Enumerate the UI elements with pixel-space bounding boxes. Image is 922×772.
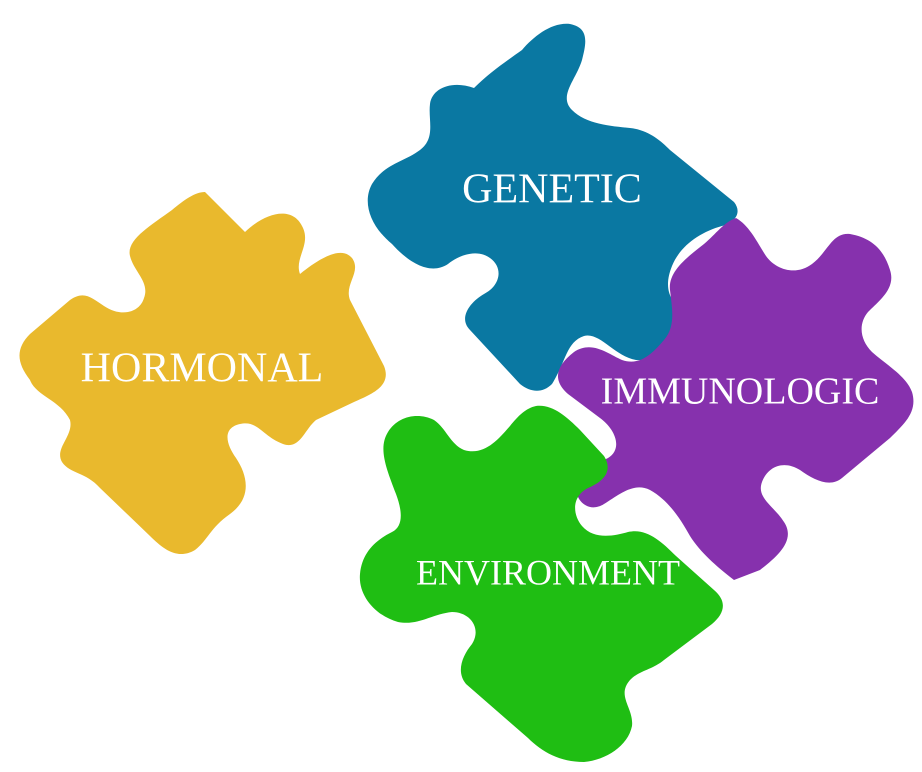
immunologic-label: IMMUNOLOGIC <box>601 371 880 413</box>
hormonal-piece: HORMONAL <box>20 192 386 554</box>
hormonal-label: HORMONAL <box>81 346 324 392</box>
environment-label: ENVIRONMENT <box>416 552 680 592</box>
genetic-label: GENETIC <box>462 167 642 213</box>
